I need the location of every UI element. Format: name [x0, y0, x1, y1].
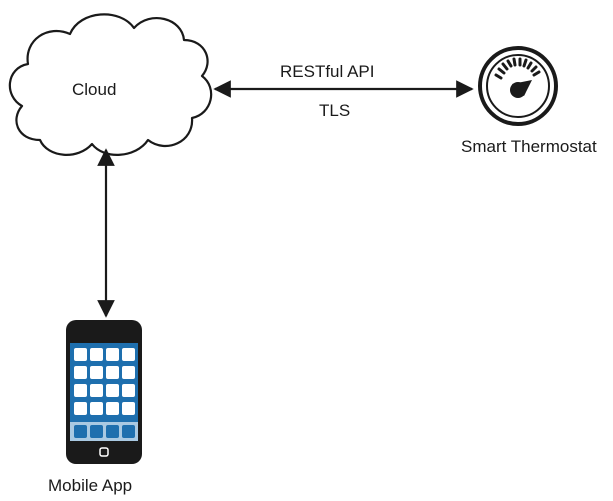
- connection-security-label: TLS: [319, 101, 351, 120]
- thermostat-label: Smart Thermostat: [461, 137, 597, 156]
- connection-protocol-label: RESTful API: [280, 62, 375, 81]
- thermostat-icon: [478, 46, 558, 126]
- mobile-app-label: Mobile App: [48, 476, 133, 495]
- cloud-icon: [8, 13, 213, 156]
- cloud-label: Cloud: [72, 80, 117, 99]
- smartphone-icon: [66, 320, 142, 464]
